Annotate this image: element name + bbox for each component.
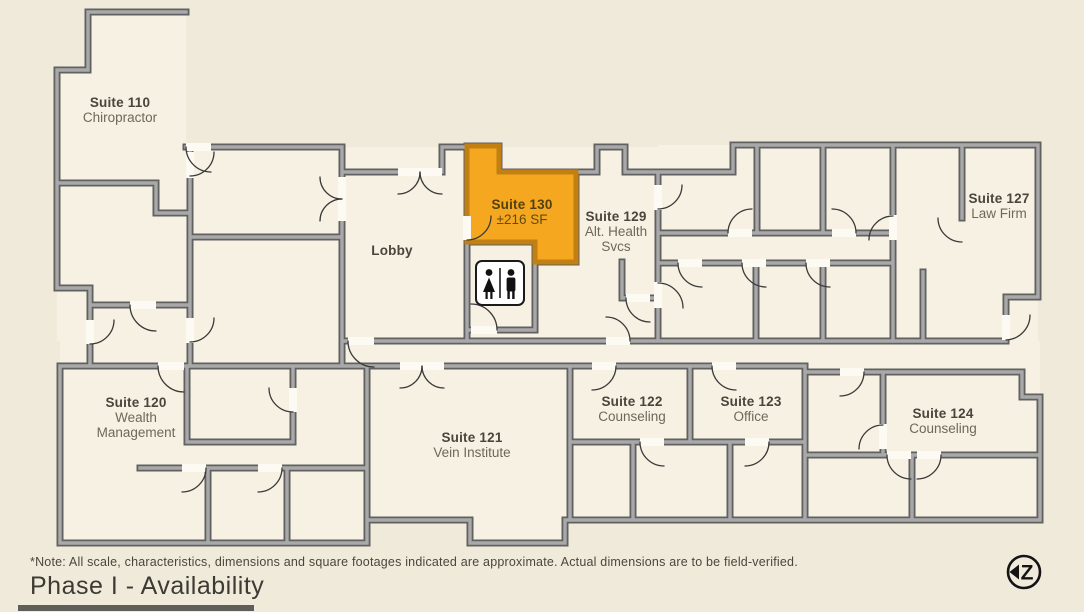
- title-underline: [18, 605, 254, 611]
- company-logo: Z: [1006, 554, 1042, 590]
- suite-130-highlight: [463, 143, 579, 265]
- restroom-icon: [475, 260, 525, 306]
- logo-arrow-icon: [1009, 564, 1019, 580]
- door-arcs: [89, 146, 1031, 493]
- disclaimer-note: *Note: All scale, characteristics, dimen…: [30, 555, 798, 569]
- page-title: Phase I - Availability: [30, 572, 265, 600]
- door-openings: [86, 143, 1010, 472]
- logo-letter: Z: [1021, 562, 1034, 585]
